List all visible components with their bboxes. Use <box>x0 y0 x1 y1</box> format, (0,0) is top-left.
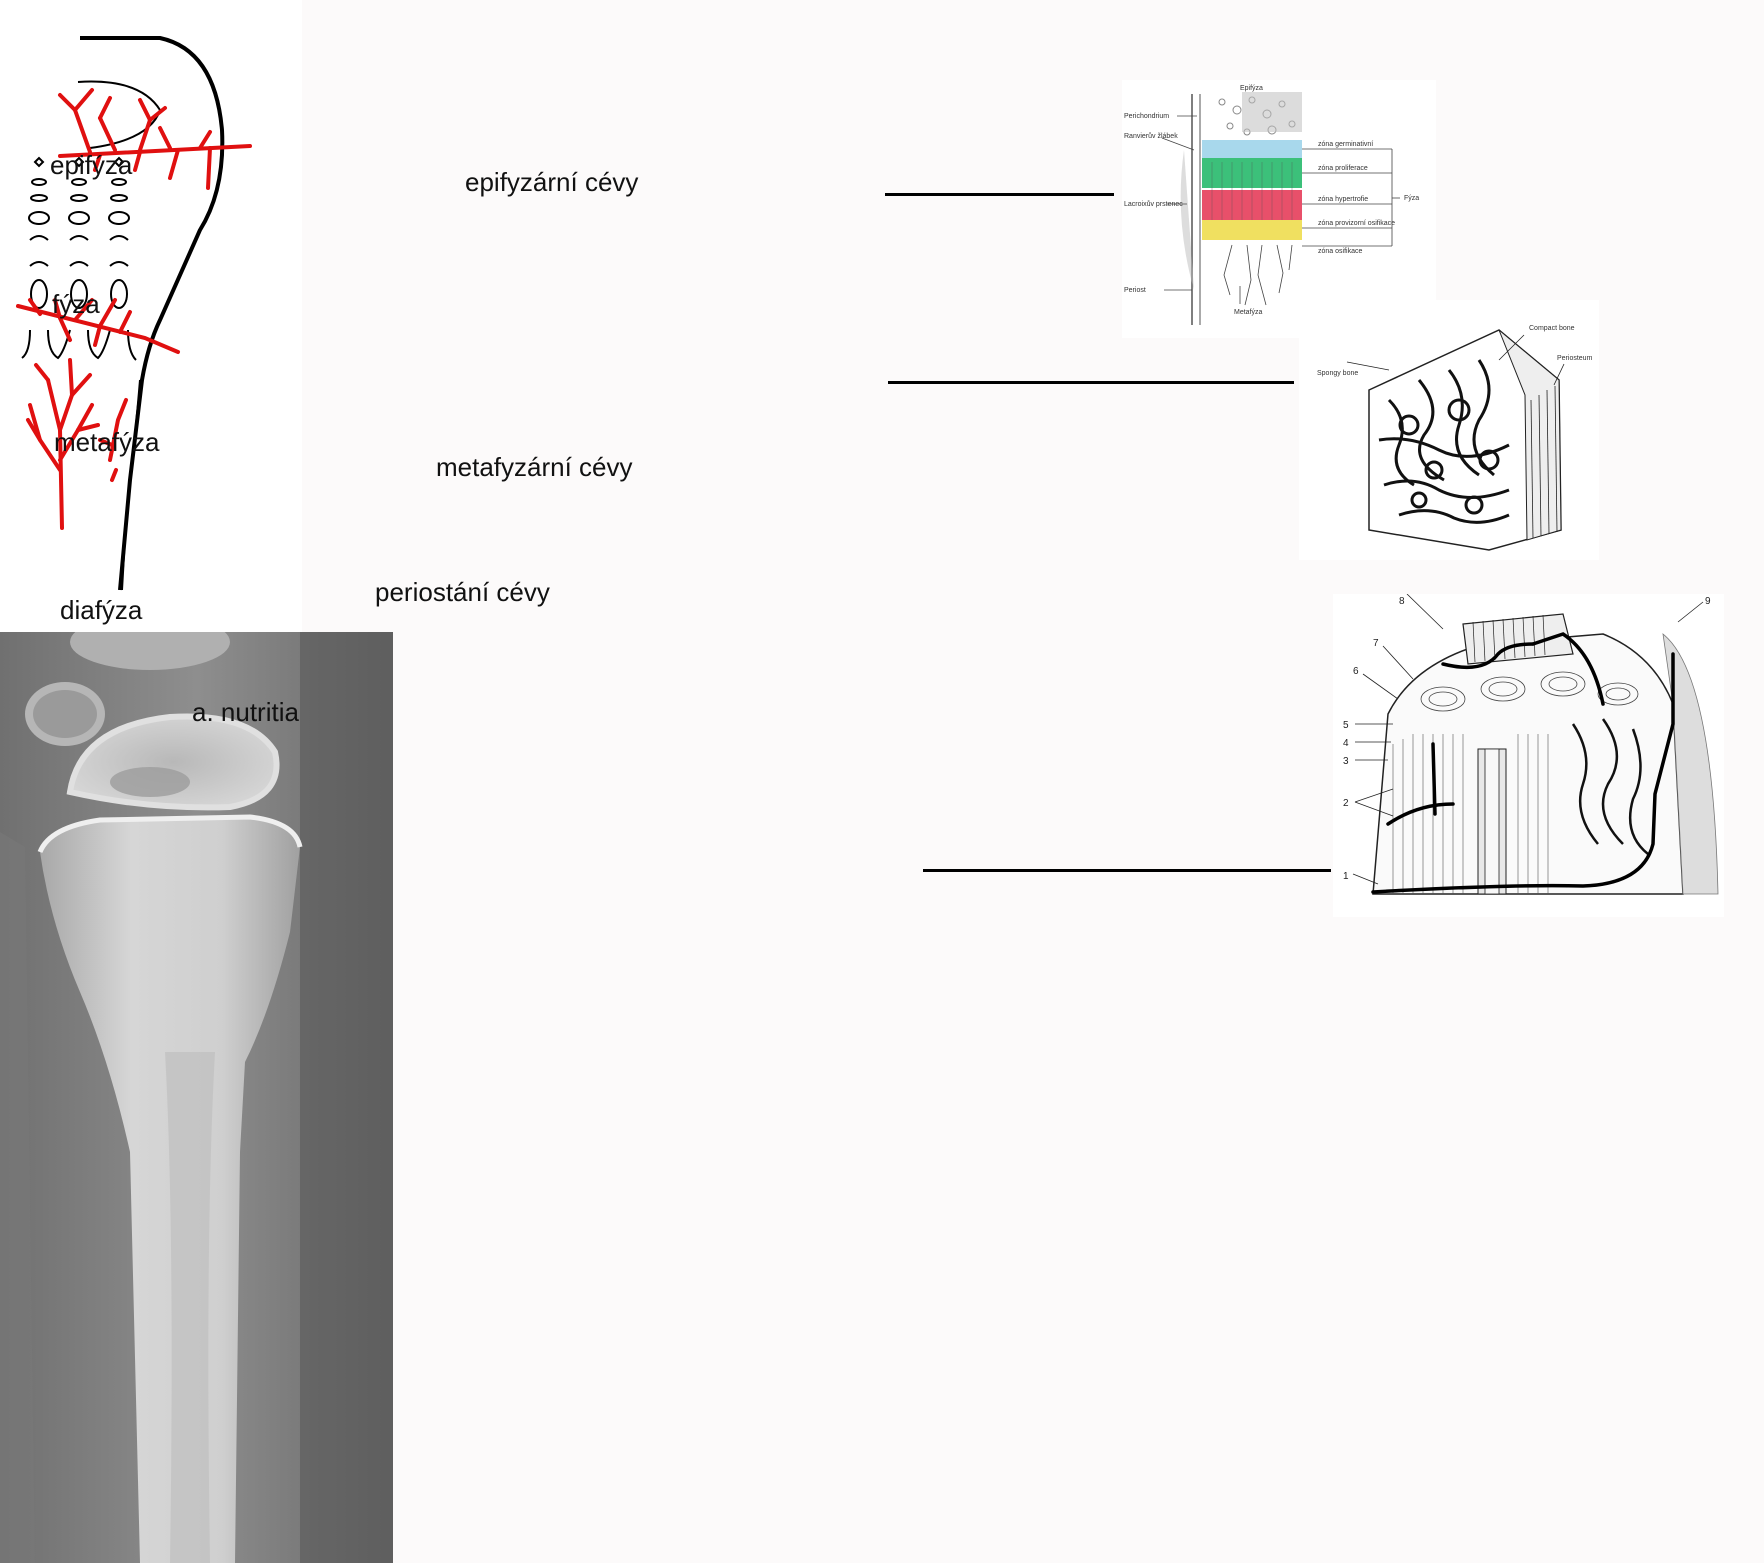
label-epiphysis: epifýza <box>50 150 132 181</box>
gp-zone-label-2: zóna hypertrofie <box>1318 196 1368 203</box>
gp-zone-label-3: zóna provizorní osifikace <box>1318 220 1395 227</box>
gp-bracket-label: Fýza <box>1404 195 1419 202</box>
gp-label-epiphysis: Epifýza <box>1240 85 1263 92</box>
gp-label-metaphysis: Metafýza <box>1234 309 1263 316</box>
gp-label-ranvier: Ranvierův žlábek <box>1124 132 1178 140</box>
radiograph-image <box>0 632 393 1563</box>
gp-zone-band-0 <box>1202 140 1302 158</box>
bb-label-compact: Compact bone <box>1529 325 1575 332</box>
osteon-number-5: 5 <box>1343 720 1349 731</box>
osteon-panel: 1 2 3 4 5 6 7 8 9 <box>1333 594 1724 917</box>
label-physis: fýza <box>52 289 100 320</box>
osteon-number-1: 1 <box>1343 871 1349 882</box>
pointer-line-metaphysis <box>888 381 1294 384</box>
gp-zone-band-3 <box>1202 220 1302 240</box>
osteon-number-4: 4 <box>1343 738 1349 749</box>
gp-label-lacroix: Lacroixův prstenec <box>1124 200 1183 208</box>
bone-schematic-drawing <box>0 0 302 632</box>
label-diaphysis: diafýza <box>60 595 142 626</box>
gp-zone-label-1: zóna proliferace <box>1318 165 1368 172</box>
osteon-number-8: 8 <box>1399 596 1405 607</box>
gp-label-periost: Periost <box>1124 287 1146 294</box>
gp-label-perichondrium: Perichondrium <box>1124 113 1169 120</box>
osteon-number-3: 3 <box>1343 756 1349 767</box>
osteon-number-9: 9 <box>1705 596 1711 607</box>
radiograph-drawing <box>0 632 393 1563</box>
bone-block-panel: Compact bone Periosteum Spongy bone <box>1299 300 1599 560</box>
gp-zone-label-4: zóna osifikace <box>1318 248 1362 255</box>
label-metaphyseal-vessels: metafyzární cévy <box>436 452 633 483</box>
label-nutrient-artery: a. nutritia <box>192 697 299 728</box>
osteon-number-6: 6 <box>1353 666 1359 677</box>
bone-schematic-panel <box>0 0 302 632</box>
label-periosteal-vessels: periostání cévy <box>375 577 550 608</box>
bb-label-periosteum: Periosteum <box>1557 355 1593 362</box>
pointer-line-diaphysis <box>923 869 1331 872</box>
pointer-line-physis <box>885 193 1114 196</box>
bone-block-drawing: Compact bone Periosteum Spongy bone <box>1299 300 1599 560</box>
label-epiphyseal-vessels: epifyzární cévy <box>465 167 638 198</box>
osteon-number-2: 2 <box>1343 798 1349 809</box>
osteon-number-7: 7 <box>1373 638 1379 649</box>
gp-zone-label-0: zóna germinativní <box>1318 141 1373 148</box>
bb-label-spongy: Spongy bone <box>1317 370 1358 377</box>
osteon-drawing: 1 2 3 4 5 6 7 8 9 <box>1333 594 1724 917</box>
label-metaphysis: metafýza <box>54 427 160 458</box>
